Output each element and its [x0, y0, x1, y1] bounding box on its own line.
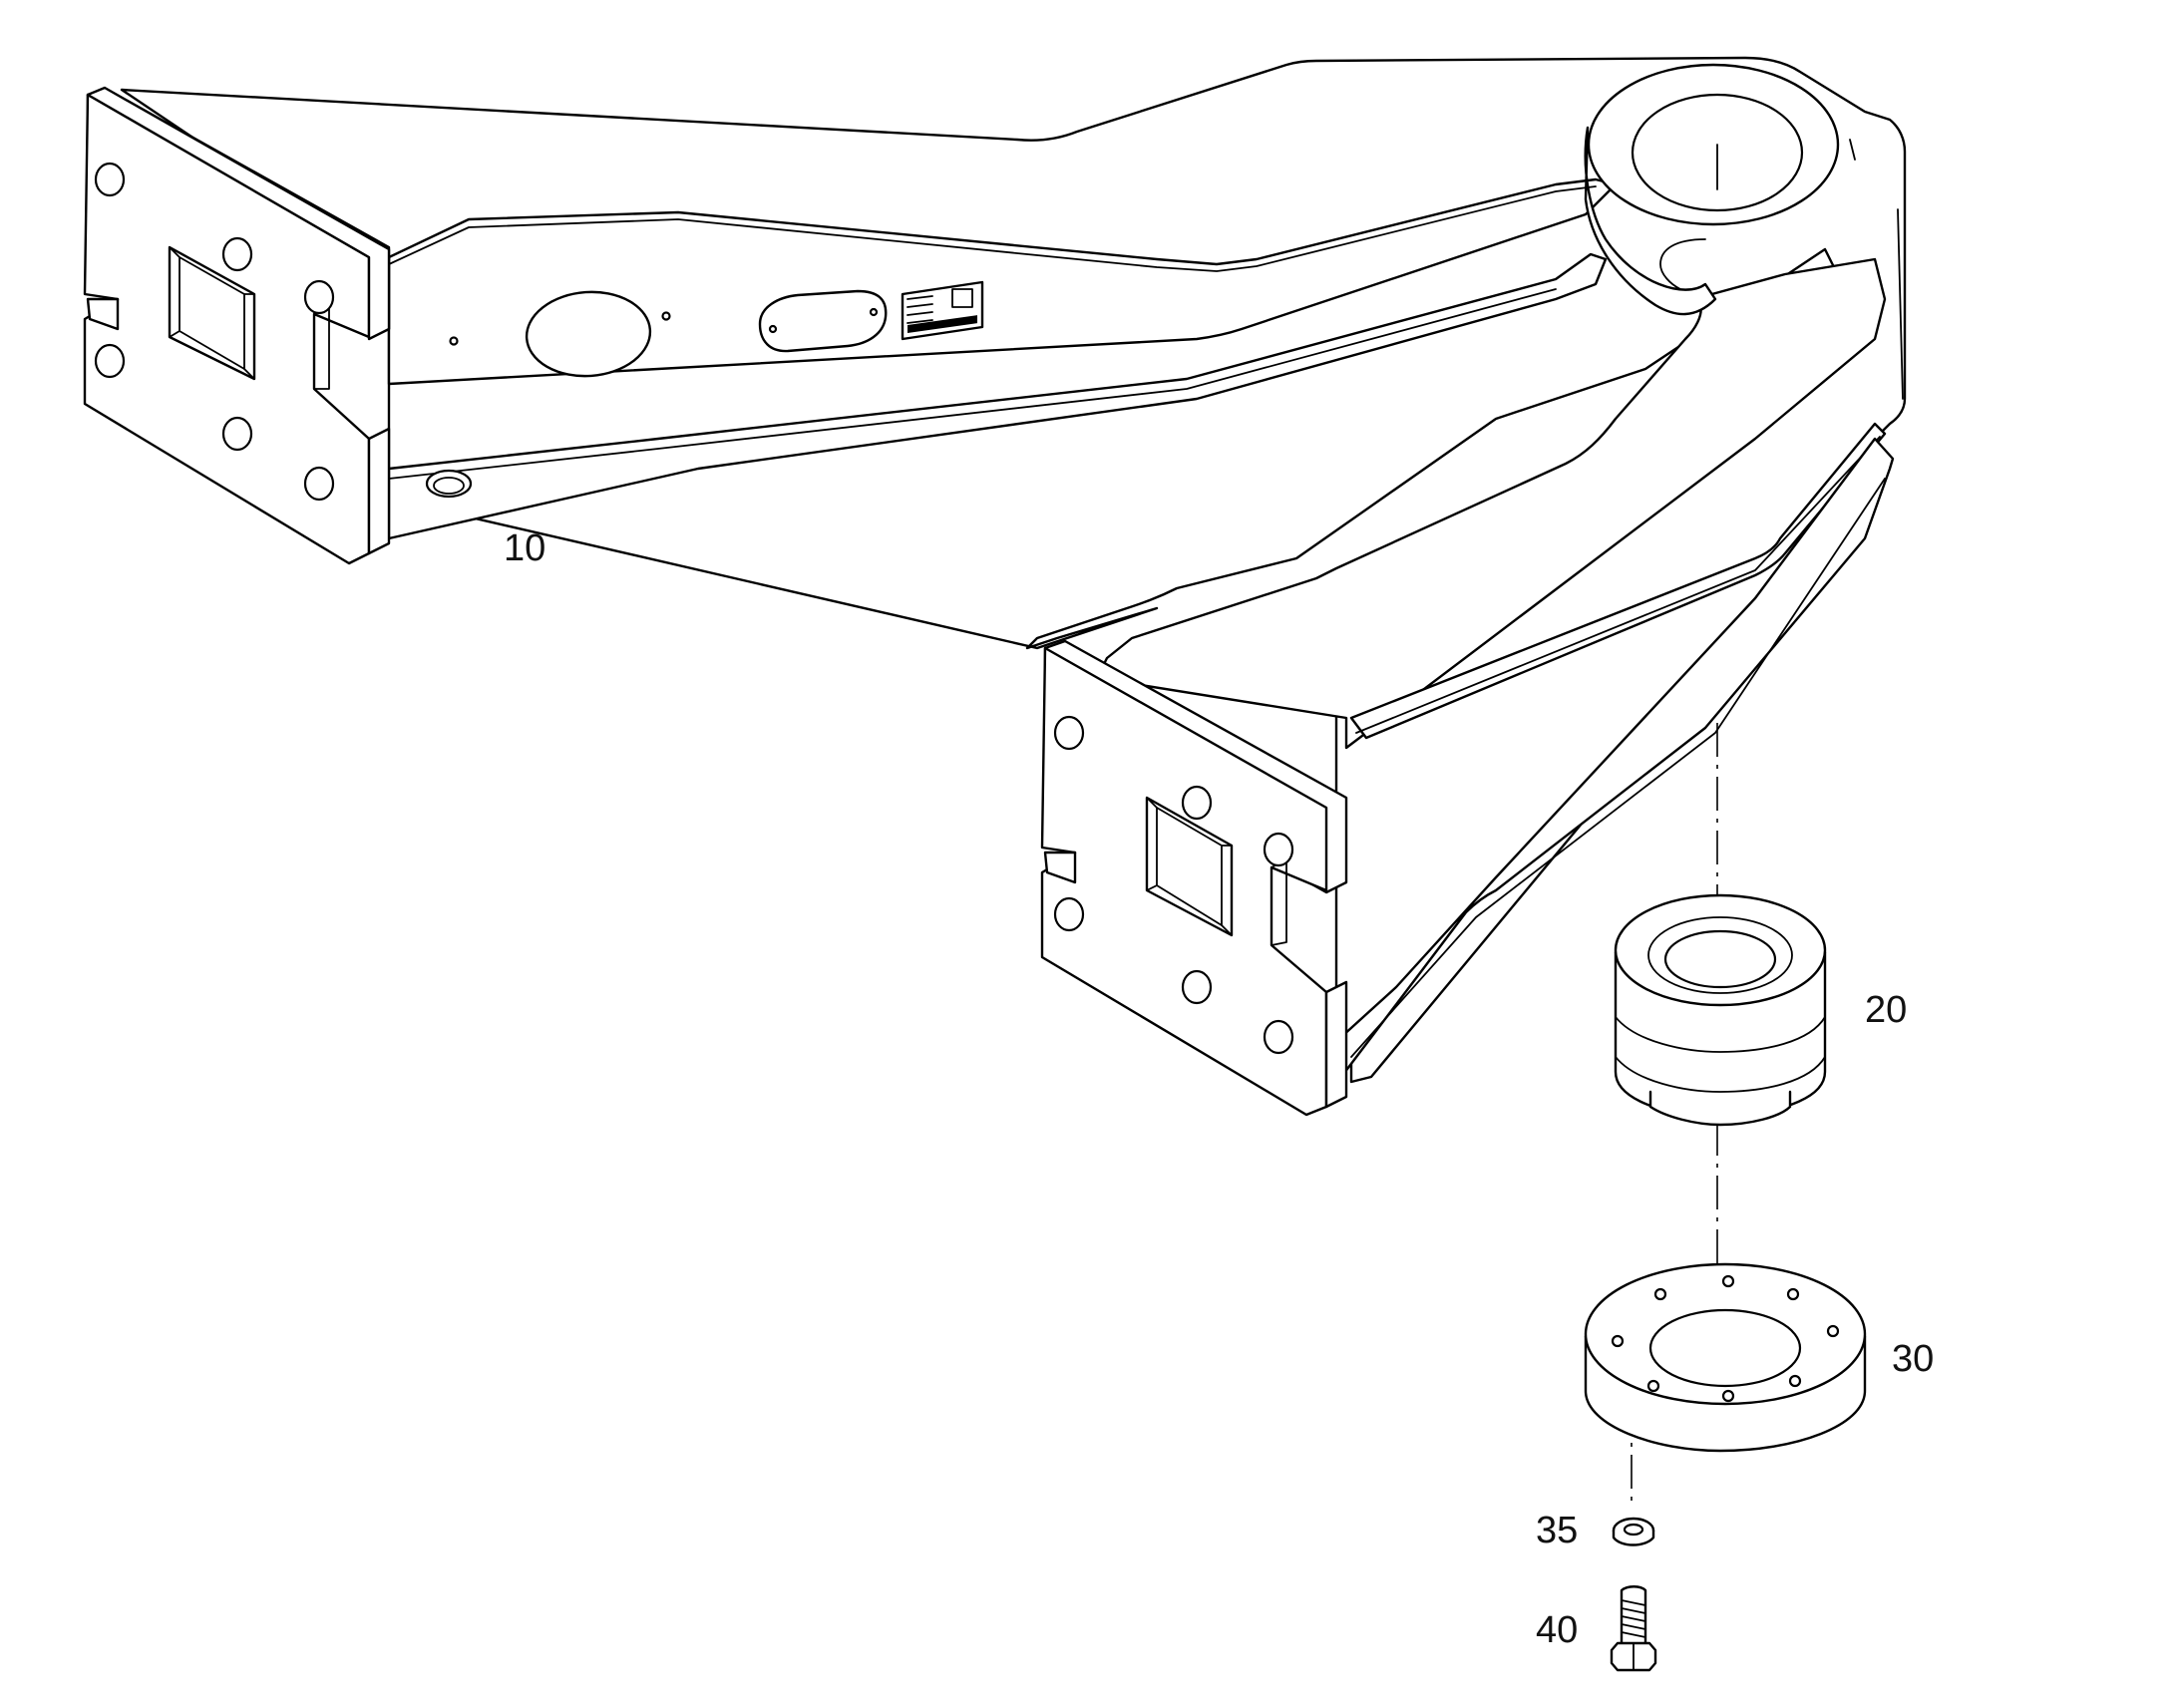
washer-part[interactable]: [1612, 1517, 1655, 1546]
right-mounting-plate: [1040, 639, 1348, 1117]
callout-20: 20: [1865, 989, 1907, 1031]
bolt-part[interactable]: [1610, 1585, 1657, 1672]
callout-40: 40: [1536, 1609, 1578, 1651]
flange-ring-part[interactable]: [1584, 1262, 1867, 1453]
callout-30: 30: [1892, 1338, 1934, 1380]
oval-cover: [525, 290, 652, 378]
type-plate: [901, 280, 984, 341]
callout-10: 10: [504, 527, 545, 569]
callout-35: 35: [1536, 1510, 1578, 1551]
bushing-part[interactable]: [1614, 893, 1827, 1127]
slotted-cover-plate: [758, 289, 888, 353]
left-mounting-plate: [83, 86, 391, 565]
frame-arm-part[interactable]: [83, 56, 1907, 1117]
